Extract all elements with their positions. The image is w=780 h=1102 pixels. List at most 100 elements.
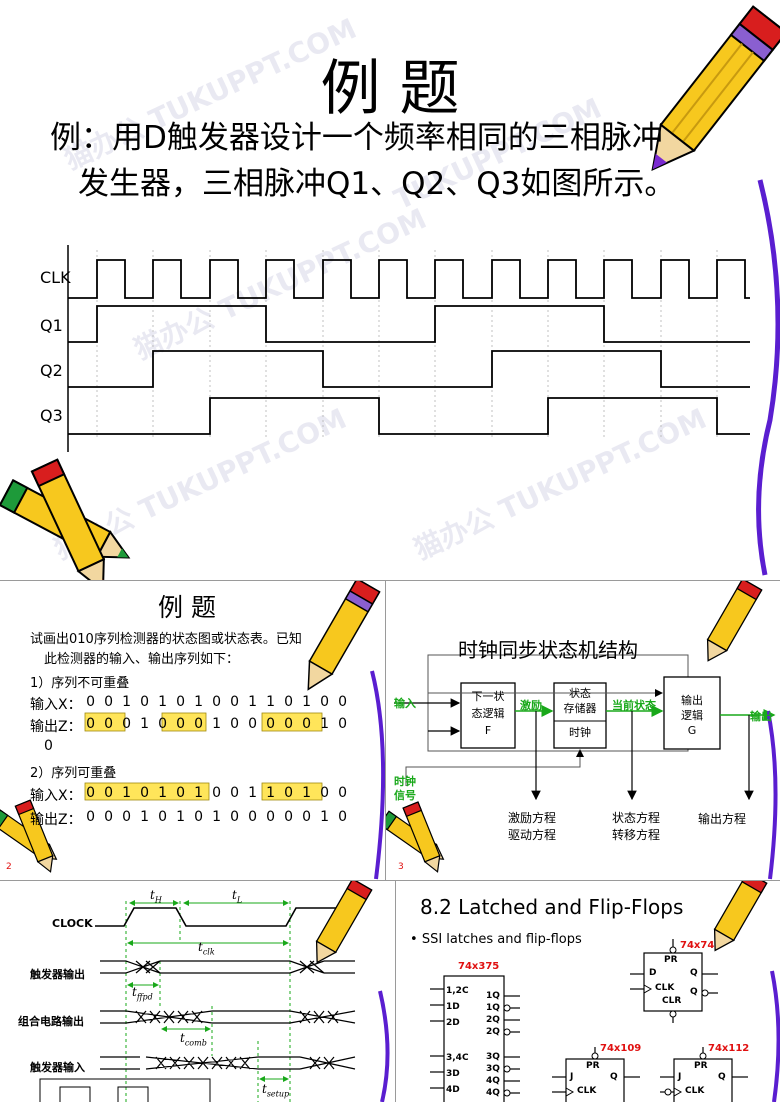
t-high-label: tH (150, 888, 162, 904)
output-label: 输出 (750, 710, 772, 723)
crossed-pencils-icon (0, 458, 131, 580)
pin-74-q: Q (690, 968, 698, 978)
x2row-digit: 0 (176, 785, 186, 801)
slide-2-para-2: 此检测器的输入、输出序列如下： (44, 652, 240, 667)
x1row-digit: 0 (140, 694, 150, 710)
pin-1d: 1D (446, 1002, 460, 1012)
box-f-line-3: F (484, 724, 492, 737)
pin-112-j: J (678, 1072, 682, 1082)
divider-v2 (395, 880, 396, 1102)
signal-label-q3: Q3 (40, 406, 63, 425)
output-logic-label: 输出 逻辑 G (664, 693, 720, 738)
current-state-label: 当前状态 (612, 699, 656, 712)
clk-waveform (68, 259, 750, 299)
x-label-2: 输入X： (30, 788, 82, 804)
signal-label-clk: CLK (40, 268, 71, 287)
clock-label-line-1: 时钟 (394, 775, 416, 788)
pin-1q-bar: 1Q (486, 1003, 500, 1013)
z1row-digit: 0 (176, 716, 186, 732)
pin-74-q-bar: Q (690, 987, 698, 997)
z2row-digit: 0 (230, 809, 240, 825)
chip-375-left-pins: 1,2C 1D 2D 3,4C 3D 4D (446, 983, 469, 1098)
pin-112-pr: PR (694, 1061, 708, 1071)
t-comb-label: tcomb (180, 1031, 207, 1047)
x1row-digit: 0 (176, 694, 186, 710)
pin-2q-bar: 2Q (486, 1027, 500, 1037)
eq2-line-2: 转移方程 (612, 828, 661, 842)
tclk-sub: clk (202, 947, 215, 957)
slide-2-decor (0, 581, 385, 880)
divider-h2 (0, 880, 780, 881)
z-label-2: 输出Z： (30, 812, 82, 828)
chip-74x74-label: 74x74 (680, 940, 715, 951)
q2-waveform (68, 350, 750, 388)
x2row-digit: 1 (122, 785, 132, 801)
pin-4d: 4D (446, 1085, 460, 1095)
chip-74x112-label: 74x112 (708, 1043, 750, 1054)
ff-input-label: 触发器输入 (30, 1061, 85, 1074)
pin-112-q: Q (718, 1072, 726, 1082)
z2row-digit: 1 (212, 809, 222, 825)
slide-5-chips (430, 881, 780, 1102)
equation-2-label: 状态方程 转移方程 (612, 810, 660, 844)
t-ffpd-label: tffpd (132, 985, 153, 1001)
x1row-digit: 0 (338, 694, 348, 710)
z1row-digit: 0 (104, 716, 114, 732)
tL-t: t (232, 888, 237, 902)
x1row-digit: 1 (122, 694, 132, 710)
z1row-digit: 0 (86, 716, 96, 732)
slide-2-para-1: 试画出010序列检测器的状态图或状态表。已知 (30, 632, 302, 647)
tH-t: t (150, 888, 155, 902)
pin-2d: 2D (446, 1018, 460, 1028)
t-setup-label: tsetup (262, 1082, 289, 1098)
case-1-label: 1）序列不可重叠 (30, 676, 130, 691)
pin-109-q: Q (610, 1072, 618, 1082)
z1row-digit: 0 (266, 716, 276, 732)
x2row-digit: 0 (284, 785, 294, 801)
pin-3q-bar: 3Q (486, 1064, 500, 1074)
x2row-digit: 1 (266, 785, 276, 801)
swoosh-decoration (756, 179, 780, 576)
z1-wrap-digit: 0 (44, 738, 53, 754)
x1row-digit: 0 (284, 694, 294, 710)
x1row-digit: 0 (320, 694, 330, 710)
slide-5-title: 8.2 Latched and Flip-Flops (420, 895, 684, 919)
next-state-logic-label: 下一状 态逻辑 F (461, 688, 515, 739)
signal-label-q2: Q2 (40, 361, 63, 380)
slide-3-diagram (386, 581, 778, 880)
slide-1-line-1: 例：用D触发器设计一个频率相同的三相脉冲 (50, 120, 663, 156)
x2row-digit: 0 (320, 785, 330, 801)
x2row-digit: 1 (158, 785, 168, 801)
excitation-label: 激励 (520, 699, 542, 712)
pin-2q: 2Q (486, 1015, 500, 1025)
eq1-line-1: 激励方程 (508, 811, 557, 825)
signal-label-q1: Q1 (40, 316, 63, 335)
slide-5-bullet: • SSI latches and flip-flops (410, 932, 582, 947)
z1row-digit: 0 (248, 716, 258, 732)
chip-375-right-pins: 1Q 1Q 2Q 2Q 3Q 3Q 4Q 4Q (486, 990, 500, 1099)
x1row-digit: 0 (104, 694, 114, 710)
z2row-digit: 0 (284, 809, 294, 825)
slide-3-title: 时钟同步状态机结构 (458, 638, 638, 662)
x2row-digit: 1 (248, 785, 258, 801)
pin-4q-bar: 4Q (486, 1088, 500, 1098)
x2row-digit: 0 (104, 785, 114, 801)
x2row-digit: 0 (86, 785, 96, 801)
q1-waveform (68, 305, 750, 343)
slide-2-page-number: 2 (6, 862, 12, 872)
eq2-line-1: 状态方程 (612, 811, 661, 825)
z2row-digit: 0 (122, 809, 132, 825)
q3-waveform (68, 397, 750, 435)
x1row-digit: 1 (302, 694, 312, 710)
pin-4q: 4Q (486, 1076, 500, 1086)
pin-109-pr: PR (586, 1061, 600, 1071)
tH-sub: H (154, 895, 162, 905)
z2row-digit: 0 (266, 809, 276, 825)
box-mem-line-3: 时钟 (569, 726, 591, 739)
t-low-label: tL (232, 888, 242, 904)
box-mem-line-1: 状态 (569, 687, 591, 700)
slide-2-title: 例 题 (158, 593, 216, 622)
clock-label: CLOCK (52, 917, 93, 930)
